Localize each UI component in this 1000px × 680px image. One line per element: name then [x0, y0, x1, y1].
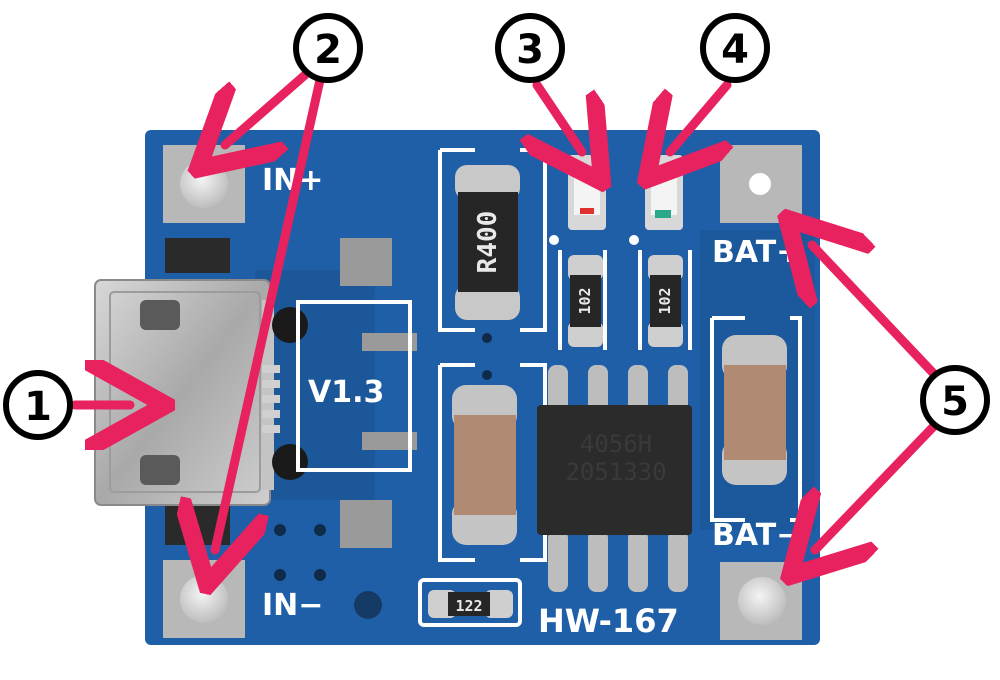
resistor-102-a: 102: [568, 255, 603, 347]
label-board-name: HW-167: [538, 602, 679, 640]
arrow-2-top: [225, 70, 310, 145]
chip-marking-line2: 2051330: [565, 458, 666, 486]
led-standby: [645, 155, 683, 230]
arrow-2-bottom: [215, 75, 325, 550]
silkscreen-outlines: [296, 148, 802, 627]
callout-1: 1: [3, 370, 73, 440]
callout-1-number: 1: [24, 384, 52, 430]
capacitor-left: [452, 385, 517, 545]
led-charging: [568, 155, 606, 230]
solder-pad: [340, 500, 392, 548]
solder-pad: [362, 432, 417, 450]
resistor-102-b: 102: [648, 255, 683, 347]
pad-in-plus: [163, 145, 245, 223]
arrow-4: [670, 80, 727, 152]
label-bat-plus: BAT+: [712, 235, 801, 270]
callout-arrows: [70, 70, 940, 550]
via-hole: [314, 524, 326, 536]
charger-ic: 4056H 2051330: [537, 365, 692, 592]
arrow-5-top: [812, 245, 940, 380]
callout-4-number: 4: [721, 27, 749, 73]
via-hole: [482, 370, 492, 380]
solder-pad: [340, 238, 392, 286]
resistor-102-b-label: 102: [656, 287, 674, 314]
callout-4: 4: [700, 13, 770, 83]
capacitor-right: [722, 335, 787, 485]
callout-5: 5: [920, 365, 990, 435]
marker-dot: [629, 235, 639, 245]
pad-bat-minus: [720, 562, 802, 640]
label-bat-minus: BAT−: [712, 518, 801, 553]
resistor-122: 122: [428, 590, 513, 618]
solder-pad: [362, 333, 417, 351]
label-in-minus: IN−: [262, 588, 323, 623]
via-hole: [274, 569, 286, 581]
callout-2: 2: [293, 13, 363, 83]
via-hole: [482, 333, 492, 343]
resistor-r400-label: R400: [473, 211, 503, 274]
callout-2-number: 2: [314, 27, 342, 73]
arrow-3: [537, 80, 582, 152]
callout-3: 3: [495, 13, 565, 83]
label-version: V1.3: [308, 375, 384, 410]
arrow-5-bottom: [815, 420, 940, 550]
solder-pad: [165, 238, 230, 273]
marker-dot: [549, 235, 559, 245]
resistor-r400: R400: [455, 165, 520, 320]
callout-3-number: 3: [516, 27, 544, 73]
pad-bat-plus: [720, 145, 802, 223]
via-hole: [274, 524, 286, 536]
chip-marking-line1: 4056H: [580, 430, 652, 458]
via-hole: [354, 591, 382, 619]
via-hole: [314, 569, 326, 581]
callout-5-number: 5: [941, 379, 969, 425]
resistor-122-label: 122: [455, 597, 482, 615]
pad-in-minus: [163, 560, 245, 638]
resistor-102-a-label: 102: [576, 287, 594, 314]
